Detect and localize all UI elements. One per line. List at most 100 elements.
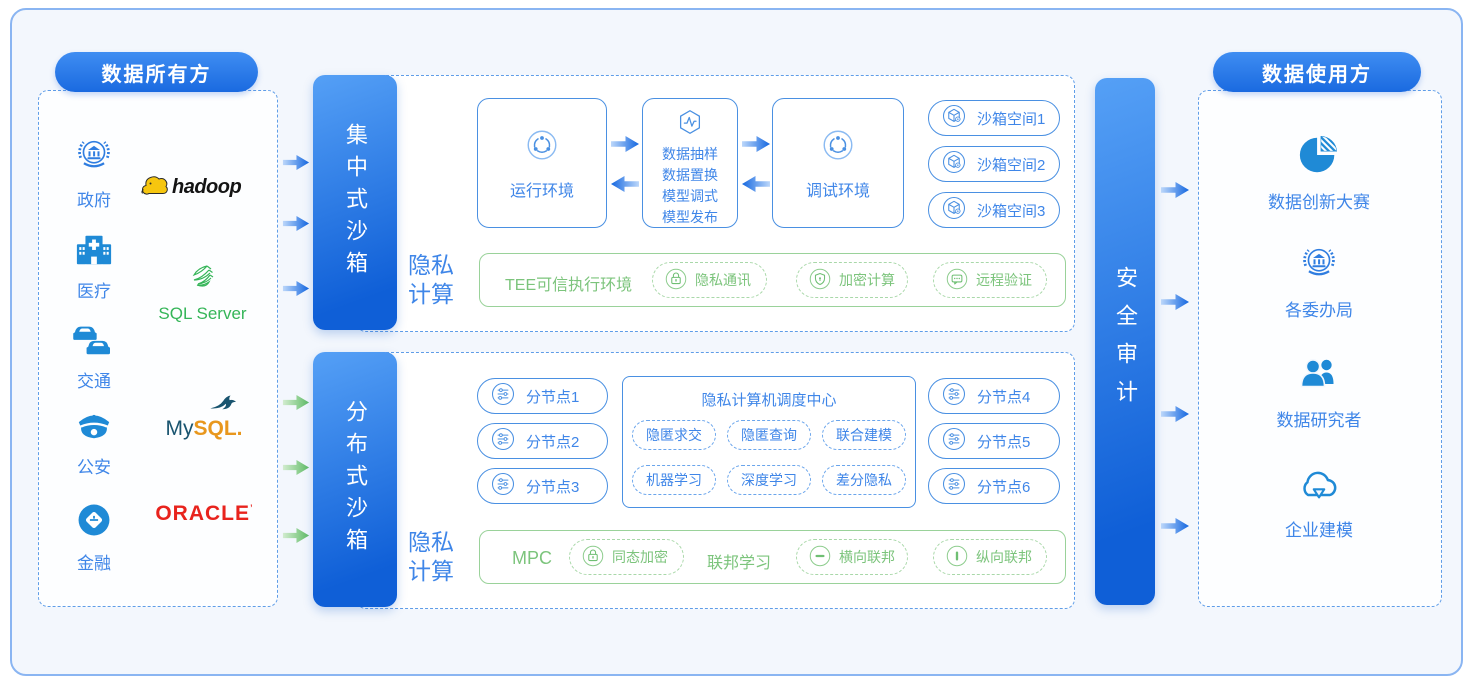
mpc-pill-homomorphic: 同态加密 <box>569 539 684 575</box>
cube-icon <box>940 148 968 180</box>
node-pill: 分节点2 <box>477 423 608 459</box>
sqlserver-wordmark: SQL Server <box>158 304 247 323</box>
sector-finance: 金融 <box>48 500 140 574</box>
data-user-title: 数据使用方 <box>1262 63 1372 86</box>
mysql-dolphin-icon <box>190 390 260 417</box>
flow-arrow-blue <box>1160 180 1190 200</box>
ops-line: 数据抽样 <box>662 146 718 162</box>
sector-label: 交通 <box>77 372 111 391</box>
runtime-env-label: 运行环境 <box>509 182 574 200</box>
government-icon <box>72 164 116 181</box>
flow-arrow-green <box>282 526 310 545</box>
sector-police: 公安 <box>48 406 140 478</box>
lock-icon <box>580 543 606 572</box>
sqlserver-swoosh-icon <box>182 285 224 302</box>
mpc-pill-horizontal-federation: 横向联邦 <box>796 539 908 575</box>
data-owner-panel <box>38 90 278 607</box>
sliders-icon <box>940 470 968 502</box>
sandbox-space-label: 沙箱空间2 <box>977 156 1046 174</box>
cloud-model-icon <box>1295 492 1343 509</box>
flow-arrow-right <box>741 133 771 155</box>
flow-arrow-left <box>610 173 640 195</box>
security-audit-bar: 安全审计 <box>1095 78 1155 605</box>
sliders-icon <box>940 380 968 412</box>
user-item-gov-bureaus: 各委办局 <box>1234 241 1404 321</box>
scheduler-pill: 深度学习 <box>727 465 811 495</box>
runtime-env-box: 运行环境 <box>477 98 607 228</box>
mysql-wordmark: MySQL. <box>165 417 243 440</box>
flow-arrow-blue <box>1160 292 1190 312</box>
flow-arrow-blue <box>282 153 310 172</box>
node-label: 分节点1 <box>526 388 580 406</box>
tee-pill-remote-attestation: 远程验证 <box>933 262 1047 298</box>
oracle-trademark: ’ <box>250 502 253 516</box>
federated-learning-label: 联邦学习 <box>707 555 772 572</box>
user-item-label: 各委办局 <box>1285 301 1353 320</box>
hospital-icon <box>73 255 115 272</box>
privacy-computing-label-top: 隐私 计算 <box>408 252 454 307</box>
node-pill: 分节点5 <box>928 423 1060 459</box>
node-label: 分节点4 <box>977 388 1031 406</box>
sector-label: 医疗 <box>77 282 111 301</box>
node-label: 分节点3 <box>526 478 580 496</box>
tee-pill-private-comm: 隐私通讯 <box>652 262 767 298</box>
data-owner-header: 数据所有方 <box>55 52 258 92</box>
user-item-enterprise-modeling: 企业建模 <box>1234 465 1404 541</box>
horizontal-bar-icon <box>807 543 833 572</box>
node-label: 分节点5 <box>977 433 1031 451</box>
debug-env-label: 调试环境 <box>805 182 870 200</box>
hadoop-elephant-icon <box>140 172 170 203</box>
sector-traffic: 交通 <box>48 318 140 392</box>
flow-arrow-blue <box>1160 516 1190 536</box>
sliders-icon <box>489 425 517 457</box>
pie-chart-icon <box>1297 164 1341 181</box>
scheduler-pill: 隐匿查询 <box>727 420 811 450</box>
flow-arrow-left <box>741 173 771 195</box>
sliders-icon <box>489 380 517 412</box>
data-user-header: 数据使用方 <box>1213 52 1421 92</box>
sqlserver-logo: SQL Server <box>150 262 255 324</box>
flow-arrow-blue <box>282 214 310 233</box>
node-pill: 分节点3 <box>477 468 608 504</box>
user-item-label: 数据研究者 <box>1276 411 1362 430</box>
debug-env-box: 调试环境 <box>772 98 904 228</box>
lock-icon <box>663 266 689 295</box>
node-pill: 分节点6 <box>928 468 1060 504</box>
distributed-sandbox-bar: 分布式沙箱 <box>313 352 397 607</box>
sliders-icon <box>489 470 517 502</box>
flow-arrow-blue <box>282 279 310 298</box>
ops-line: 模型调式 <box>662 188 718 204</box>
scheduler-pill: 联合建模 <box>822 420 906 450</box>
government-icon <box>1297 272 1341 289</box>
sliders-icon <box>940 425 968 457</box>
police-icon <box>73 431 115 448</box>
data-owner-title: 数据所有方 <box>101 63 212 86</box>
sandbox-space-pill: 沙箱空间2 <box>928 146 1060 182</box>
tee-title: TEE可信执行环境 <box>505 277 633 294</box>
distributed-sandbox-label: 分布式沙箱 <box>343 399 368 560</box>
user-item-label: 企业建模 <box>1285 521 1353 540</box>
sandbox-space-label: 沙箱空间1 <box>977 110 1046 128</box>
model-ops-box: 数据抽样 数据置换 模型调式 模型发布 <box>642 98 738 228</box>
data-user-panel <box>1198 90 1442 607</box>
sync-circle-icon <box>523 126 561 169</box>
sector-medical: 医疗 <box>48 230 140 302</box>
flow-arrow-right <box>610 133 640 155</box>
sector-government: 政府 <box>48 133 140 211</box>
message-icon <box>944 266 970 295</box>
shield-icon <box>807 266 833 295</box>
flow-arrow-green <box>282 393 310 412</box>
mpc-label: MPC <box>512 548 552 568</box>
centralized-sandbox-label: 集中式沙箱 <box>343 122 368 283</box>
flow-arrow-blue <box>1160 404 1190 424</box>
flow-arrow-green <box>282 458 310 477</box>
sector-label: 金融 <box>77 554 111 573</box>
finance-icon <box>74 527 114 544</box>
oracle-logo: ORACLE’ <box>148 502 260 526</box>
sync-circle-icon <box>819 126 857 169</box>
cube-icon <box>940 102 968 134</box>
cube-icon <box>940 194 968 226</box>
hadoop-wordmark: hadoop <box>172 176 242 198</box>
security-audit-label: 安全审计 <box>1113 265 1138 418</box>
